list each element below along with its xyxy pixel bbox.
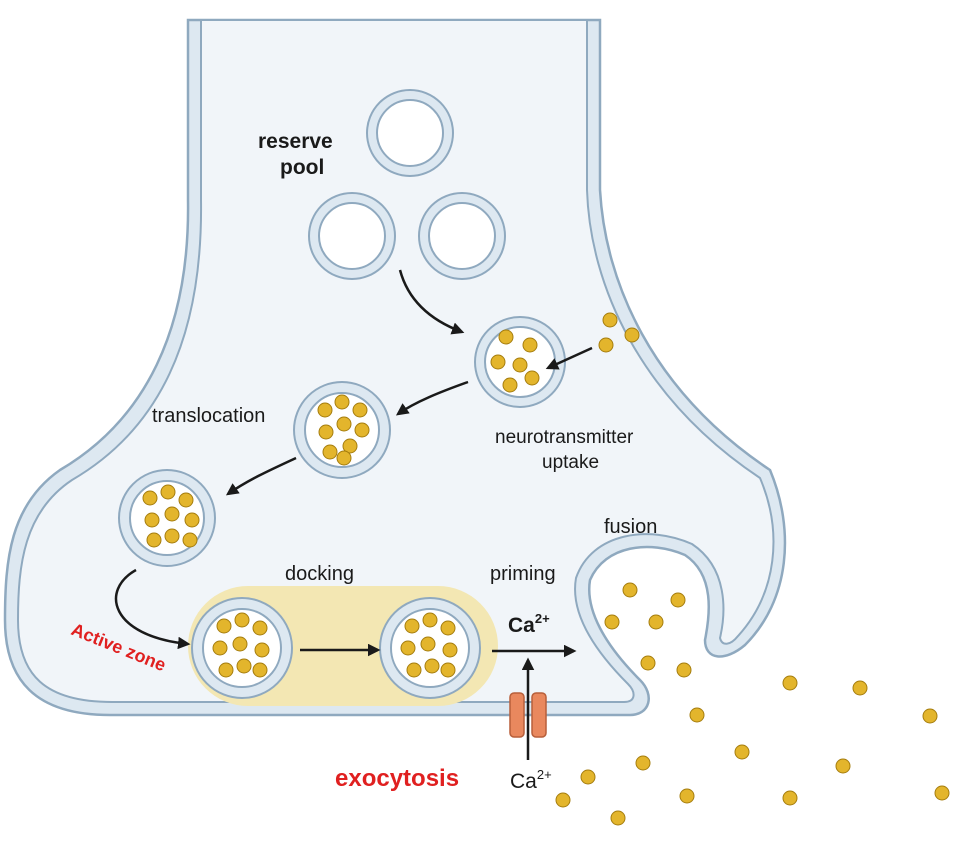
reserve-pool-vesicles — [308, 89, 506, 280]
exocytosis-label: exocytosis — [335, 765, 459, 792]
translocation-label: translocation — [152, 405, 265, 427]
uptake-label-line1: neurotransmitter — [495, 427, 634, 448]
fusion-label: fusion — [604, 516, 657, 538]
process-arrows — [114, 269, 593, 760]
arrow-uptake-in — [545, 346, 593, 370]
reserve-pool-label-line2: pool — [280, 156, 324, 179]
uptake-label-line2: uptake — [542, 452, 599, 473]
calcium-channel — [509, 692, 547, 738]
reserve-pool-label-line1: reserve — [258, 130, 333, 153]
arrow-uptake-to-translocation — [395, 380, 469, 416]
priming-label: priming — [490, 563, 556, 585]
neurotransmitter-molecules — [142, 312, 950, 826]
calcium-label-top: Ca2+ — [508, 611, 550, 637]
arrow-to-active-zone — [114, 568, 191, 650]
docking-label: docking — [285, 563, 354, 585]
arrow-translocation-next — [225, 456, 297, 496]
calcium-label-bottom: Ca2+ — [510, 767, 552, 793]
arrow-reserve-to-uptake — [398, 269, 465, 335]
